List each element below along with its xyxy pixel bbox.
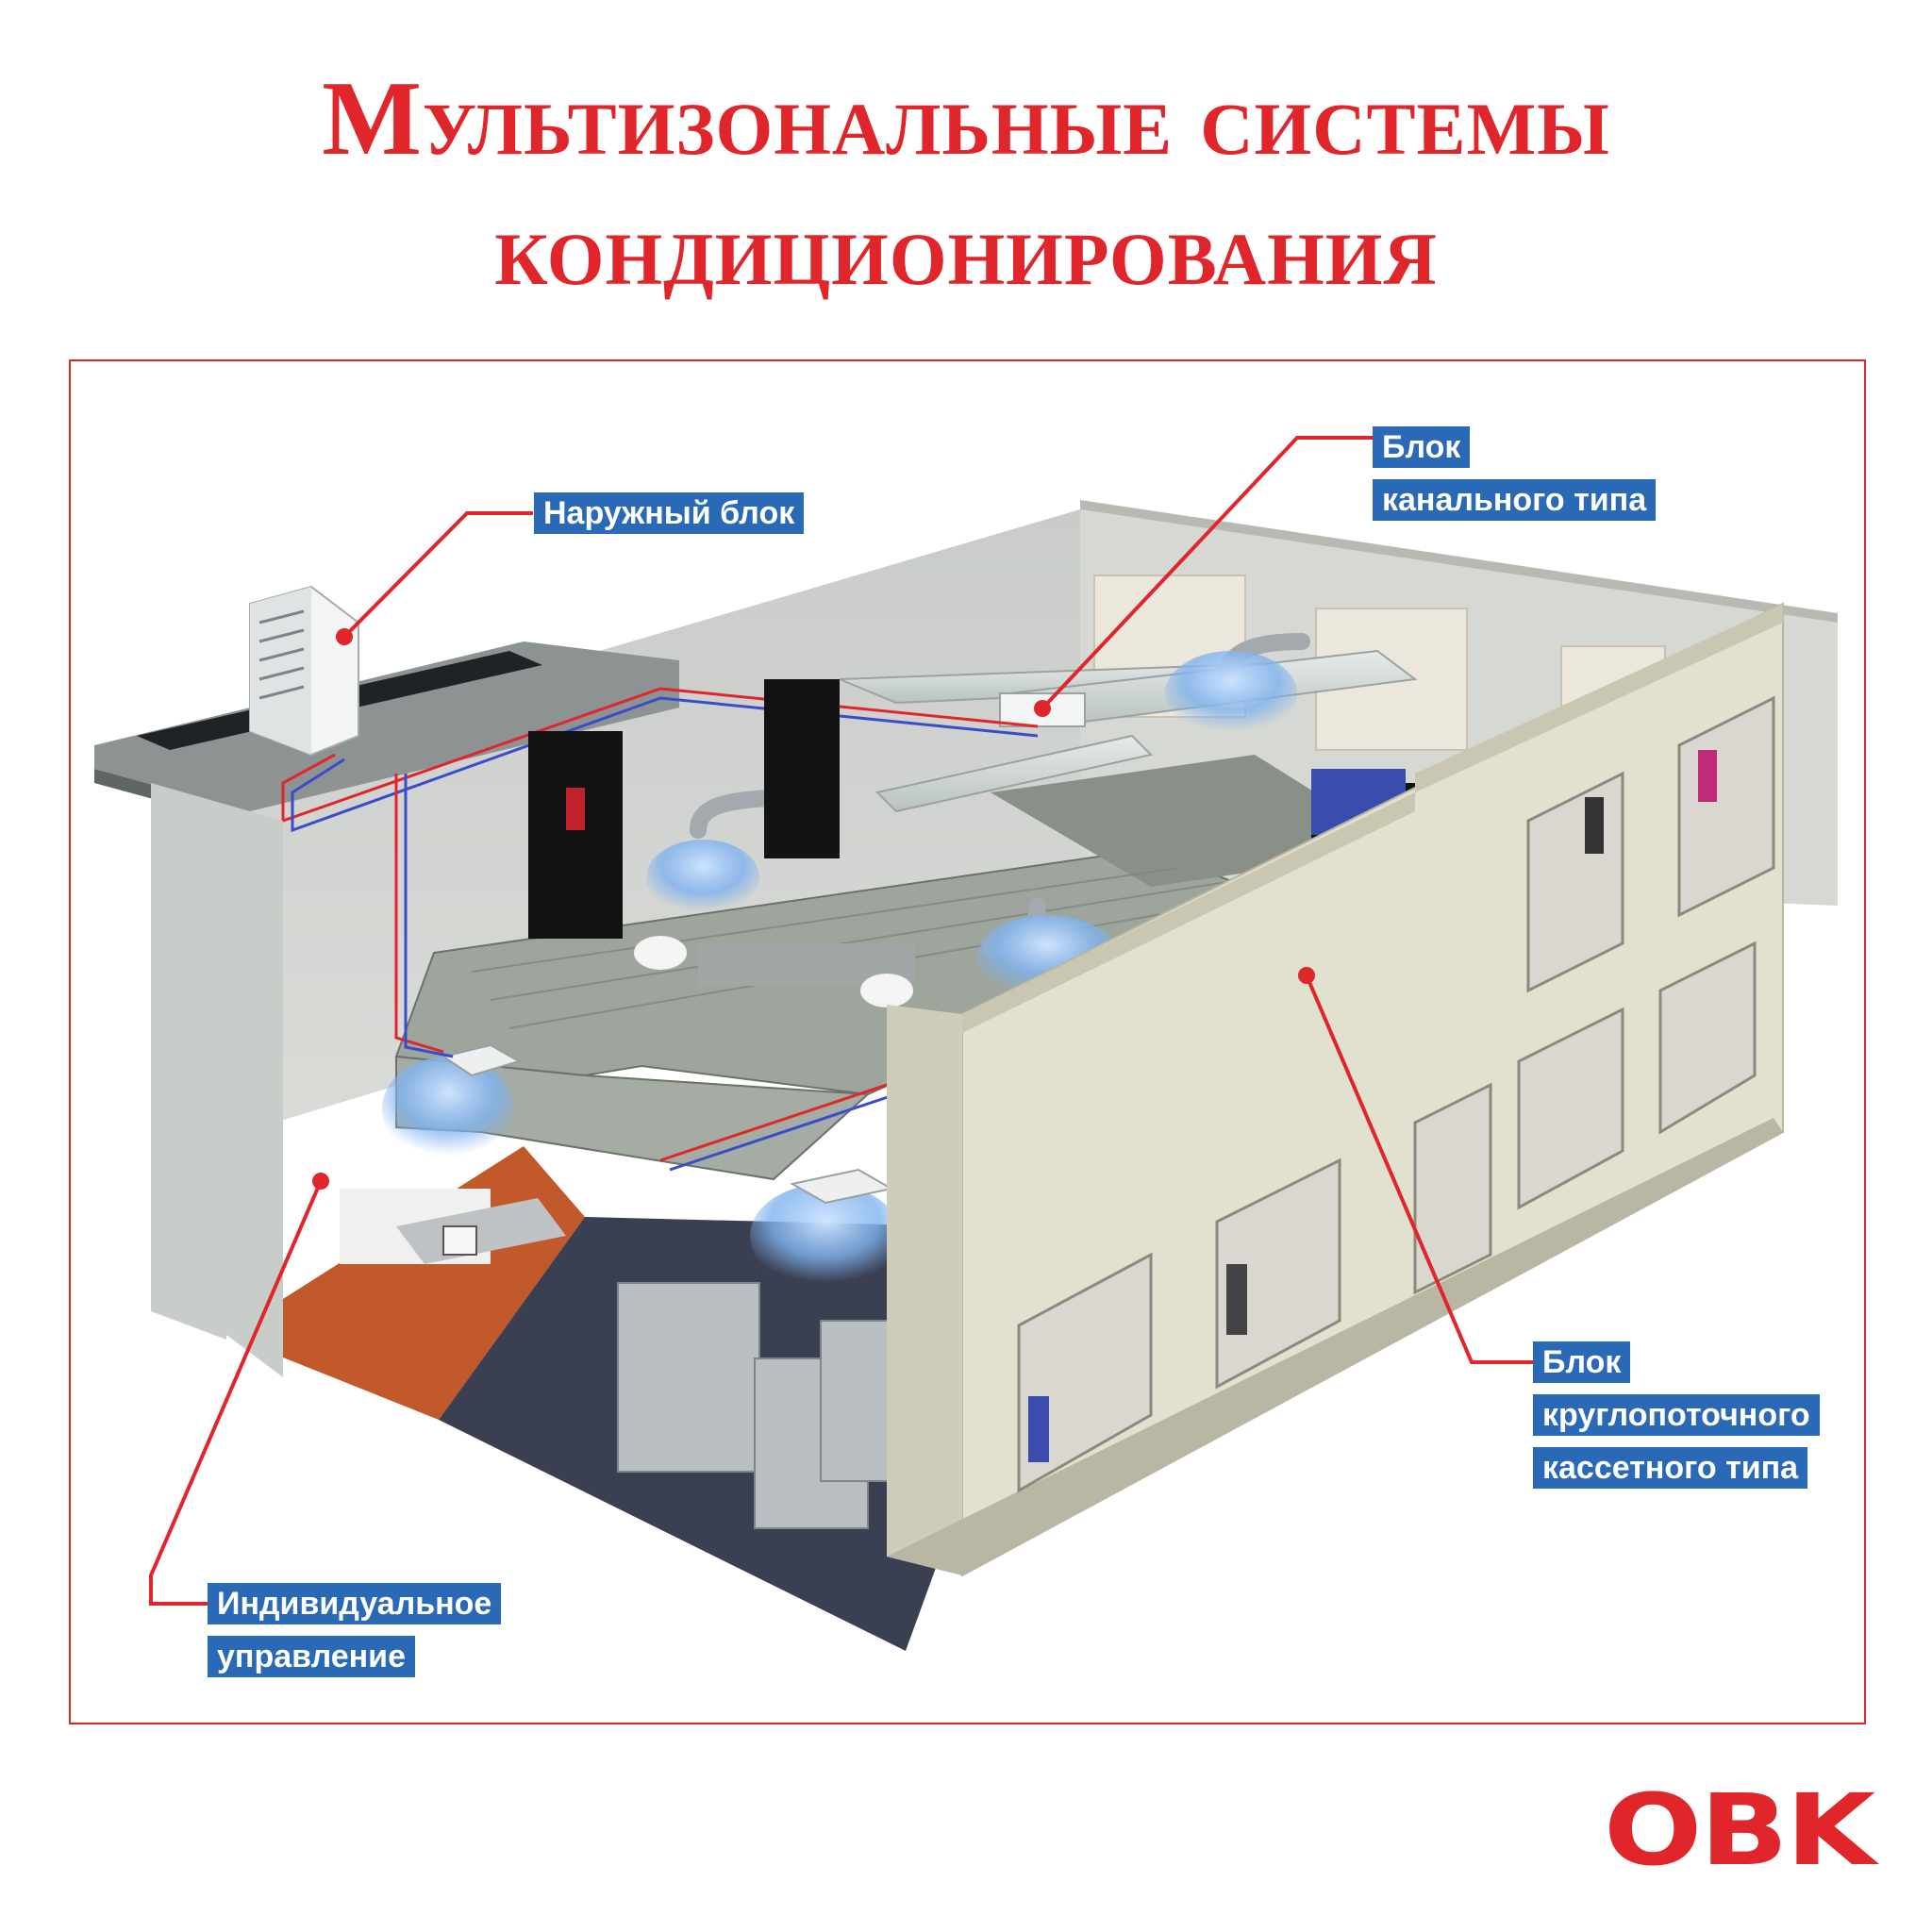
outdoor-unit-icon bbox=[249, 585, 359, 757]
brand-logo: OBK bbox=[1604, 1773, 1875, 1888]
outdoor-leader-line bbox=[342, 511, 533, 639]
illustration-frame bbox=[69, 359, 1866, 1724]
label-outdoor-unit: Наружный блок bbox=[534, 492, 805, 534]
label-cassette-unit-line-2: круглопоточного bbox=[1533, 1394, 1820, 1436]
cassette-leader-line bbox=[1305, 974, 1533, 1364]
label-duct-unit-line-2: канального типа bbox=[1373, 479, 1657, 521]
label-duct-unit-line-1: Блок bbox=[1373, 426, 1471, 468]
label-individual-control-line-1: Индивидуальное bbox=[208, 1583, 502, 1624]
duct-leader-line bbox=[1041, 436, 1373, 710]
label-individual-control-line-2: управление bbox=[208, 1636, 415, 1677]
page-title-line-1: Мультизональные системы bbox=[322, 60, 1610, 177]
mannequins bbox=[1028, 750, 1717, 1462]
cassette-leader-dot bbox=[1298, 967, 1315, 984]
left-side-wall bbox=[151, 783, 283, 1377]
control-leader-line bbox=[149, 1180, 323, 1606]
rear-wall-top bbox=[1080, 500, 1838, 623]
front-facade bbox=[887, 602, 1784, 1577]
outdoor-leader-dot bbox=[336, 628, 353, 645]
label-cassette-unit-line-1: Блок bbox=[1533, 1341, 1631, 1383]
label-cassette-unit-line-3: кассетного типа bbox=[1533, 1447, 1808, 1489]
control-leader-dot bbox=[312, 1173, 329, 1190]
office-props bbox=[340, 1189, 566, 1264]
duct-leader-dot bbox=[1034, 700, 1051, 717]
roof-slab bbox=[94, 641, 679, 811]
page-title-line-2: кондиционирования bbox=[494, 191, 1438, 308]
